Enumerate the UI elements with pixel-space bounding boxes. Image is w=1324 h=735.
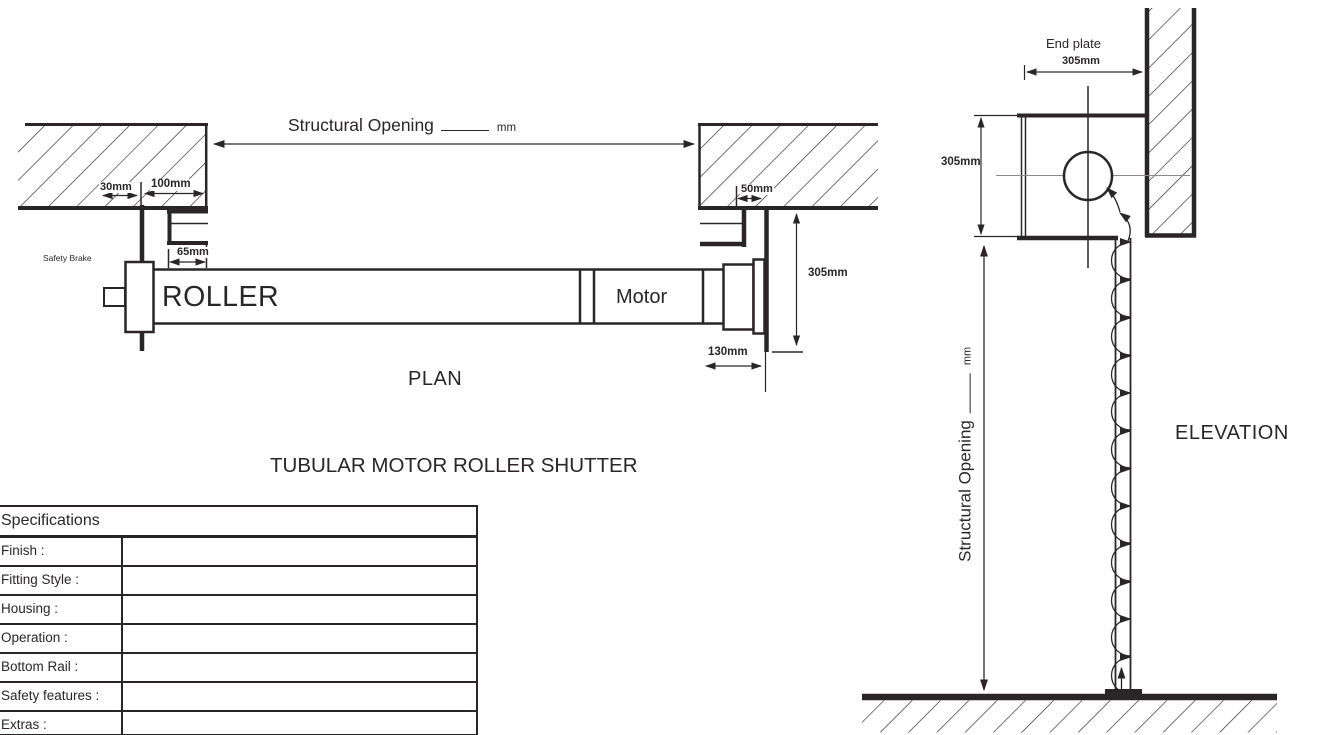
- spec-row-value: [123, 625, 476, 652]
- table-row: Finish :: [0, 537, 476, 567]
- spec-row-value: [123, 596, 476, 623]
- plan-right-guide-bracket: [700, 209, 769, 392]
- elevation-curtain: [1105, 238, 1142, 697]
- plan-right-dims: [704, 186, 803, 370]
- table-row: Extras :: [0, 711, 476, 735]
- spec-row-label: Housing :: [0, 595, 123, 623]
- spec-row-label: Safety features :: [0, 682, 123, 710]
- elevation-ground: [862, 693, 1277, 733]
- specifications-table: Specifications Finish : Fitting Style : …: [0, 505, 478, 735]
- structural-opening-unit: mm: [496, 122, 517, 134]
- elevation-end-plate-dims: [974, 65, 1144, 238]
- plan-structural-opening-label: Structural Opening mm: [288, 115, 517, 136]
- dim-30mm: 30mm: [99, 181, 133, 193]
- roller-label: ROLLER: [162, 281, 280, 313]
- spec-row-label: Bottom Rail :: [0, 653, 123, 681]
- structural-opening-text: Structural Opening: [955, 420, 975, 562]
- table-row: Bottom Rail :: [0, 653, 476, 683]
- dim-100mm: 100mm: [150, 178, 192, 191]
- spec-row-value: [123, 683, 476, 710]
- dim-65mm: 65mm: [176, 246, 210, 258]
- table-row: Fitting Style :: [0, 566, 476, 596]
- structural-opening-text: Structural Opening: [288, 115, 434, 135]
- end-plate-label: End plate: [1046, 36, 1101, 51]
- spec-table-header: Specifications: [0, 507, 476, 538]
- spec-row-value: [123, 567, 476, 594]
- motor-label: Motor: [616, 286, 668, 308]
- table-row: Safety features :: [0, 682, 476, 712]
- spec-row-label: Finish :: [0, 537, 123, 565]
- plan-left-guide-bracket: [103, 205, 208, 351]
- plan-right-wall: [698, 123, 878, 210]
- table-row: Operation :: [0, 624, 476, 654]
- plan-view-label: PLAN: [408, 368, 463, 390]
- elevation-structural-opening-label: Structural Opening mm: [955, 309, 976, 599]
- fill-in-blank-line: [440, 127, 489, 131]
- spec-row-label: Fitting Style :: [0, 566, 123, 594]
- elevation-wall: [1144, 8, 1197, 238]
- spec-row-label: Operation :: [0, 624, 123, 652]
- spec-row-value: [123, 538, 476, 565]
- drawing-title: TUBULAR MOTOR ROLLER SHUTTER: [270, 454, 638, 477]
- elevation-view-label: ELEVATION: [1175, 422, 1289, 444]
- dim-305mm-plan: 305mm: [808, 267, 848, 279]
- structural-opening-unit: mm: [961, 346, 974, 366]
- dim-end-plate-305mm: 305mm: [1062, 55, 1100, 67]
- elevation-end-plate: [996, 86, 1190, 268]
- dim-elevation-305mm: 305mm: [941, 156, 981, 168]
- plan-roller-tube: [154, 258, 766, 335]
- fill-in-blank-line: [966, 373, 971, 414]
- spec-row-value: [123, 654, 476, 681]
- table-row: Housing :: [0, 595, 476, 625]
- curtain-bottom-rail: [1105, 689, 1142, 697]
- dim-50mm: 50mm: [740, 183, 774, 195]
- dim-130mm: 130mm: [708, 346, 748, 358]
- safety-brake-label: Safety Brake: [43, 253, 92, 263]
- spec-row-label: Extras :: [0, 711, 123, 735]
- spec-row-value: [123, 712, 476, 735]
